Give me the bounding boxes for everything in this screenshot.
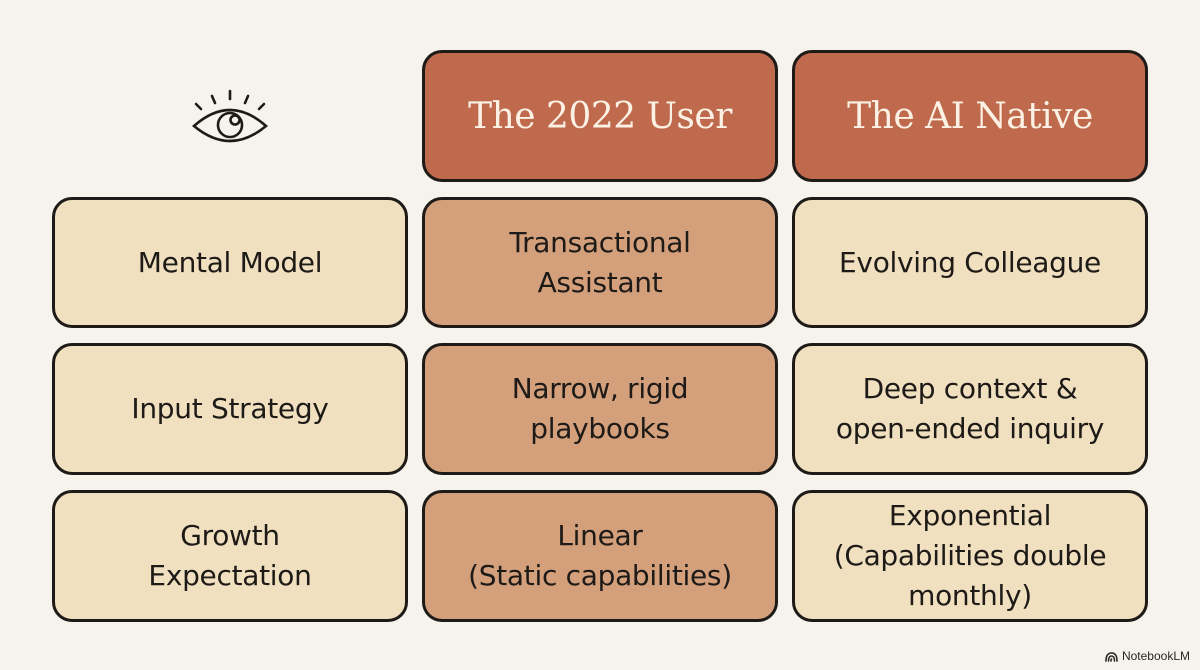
cell-ai-native-input-strategy: Deep context & open-ended inquiry	[792, 343, 1148, 475]
row-label-text: Mental Model	[137, 245, 323, 279]
column-header-label: The 2022 User	[468, 95, 732, 137]
cell-2022-user-mental-model: Transactional Assistant	[422, 197, 778, 328]
cell-ai-native-growth-expectation: Exponential (Capabilities double monthly…	[792, 490, 1148, 622]
cell-text: Narrow, rigid playbooks	[511, 372, 689, 445]
row-label-text: Input Strategy	[131, 392, 329, 425]
eye-icon	[192, 89, 268, 143]
notebooklm-logo-icon	[1105, 651, 1118, 662]
column-header-ai-native: The AI Native	[792, 50, 1148, 182]
notebooklm-watermark: NotebookLM	[1105, 649, 1190, 663]
cell-ai-native-mental-model: Evolving Colleague	[792, 197, 1148, 328]
row-label-text: Growth Expectation	[148, 519, 312, 592]
cell-text: Transactional Assistant	[509, 225, 691, 299]
cell-text: Exponential (Capabilities double monthly…	[833, 499, 1107, 612]
cell-text: Evolving Colleague	[839, 245, 1101, 279]
column-header-2022-user: The 2022 User	[422, 50, 778, 182]
cell-text: Deep context & open-ended inquiry	[835, 372, 1105, 445]
cell-text: Linear (Static capabilities)	[468, 519, 732, 592]
cell-2022-user-input-strategy: Narrow, rigid playbooks	[422, 343, 778, 475]
row-label-mental-model: Mental Model	[52, 197, 408, 328]
row-label-growth-expectation: Growth Expectation	[52, 490, 408, 622]
watermark-text: NotebookLM	[1121, 649, 1190, 663]
row-label-input-strategy: Input Strategy	[52, 343, 408, 475]
cell-2022-user-growth-expectation: Linear (Static capabilities)	[422, 490, 778, 622]
column-header-label: The AI Native	[847, 95, 1093, 137]
